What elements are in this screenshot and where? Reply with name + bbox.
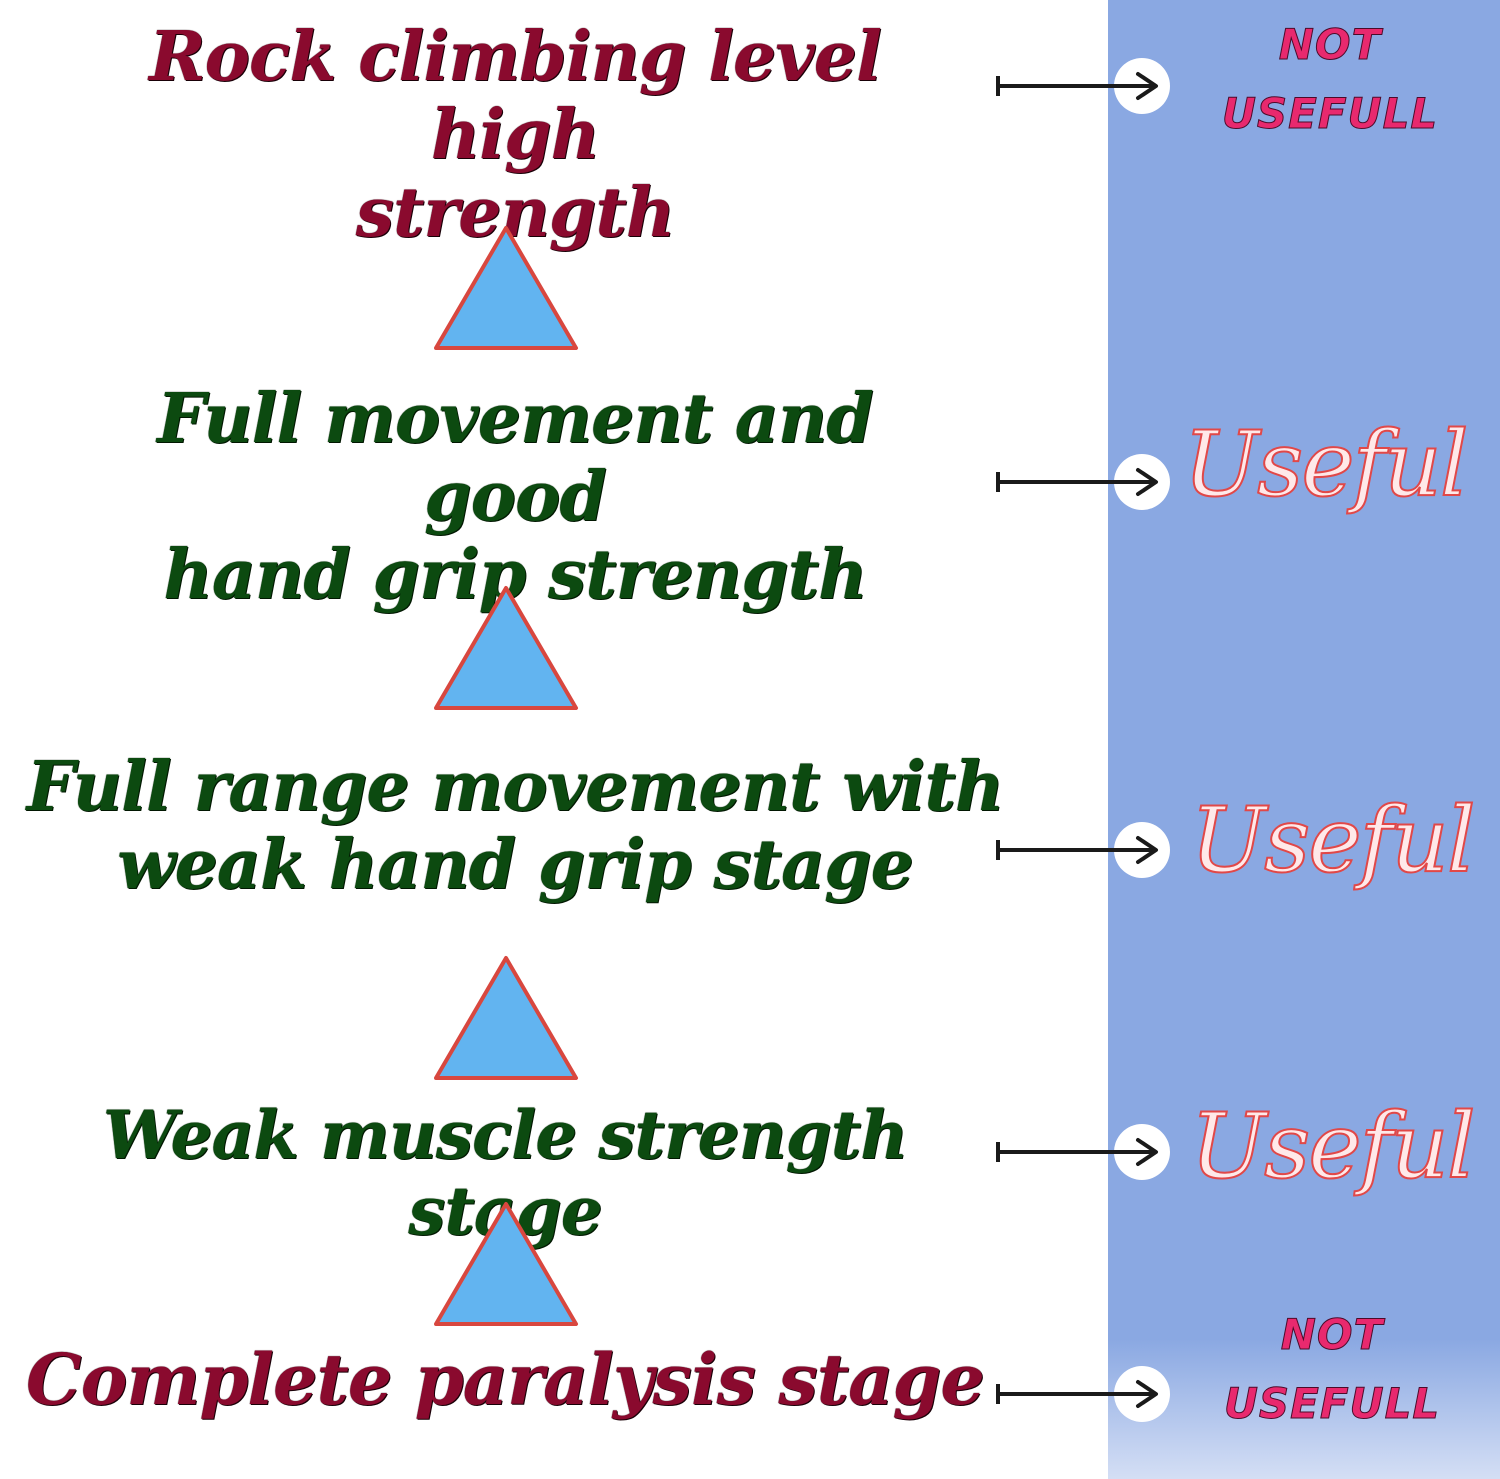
- stage-line: weak hand grip stage: [117, 825, 914, 906]
- verdict-line: USEFULL: [1223, 1379, 1441, 1429]
- right-arrow-icon: [996, 58, 1170, 114]
- stage-rock-climbing: Rock climbing level high strength: [60, 18, 970, 253]
- up-triangle-icon: [434, 1202, 578, 1326]
- stage-full-range-weak-grip: Full range movement with weak hand grip …: [20, 747, 1010, 906]
- verdict-line: USEFULL: [1221, 89, 1439, 139]
- stage-complete-paralysis: Complete paralysis stage: [10, 1338, 1000, 1421]
- verdict-not-useful: NOT USEFULL: [1182, 1300, 1482, 1439]
- up-triangle-icon: [434, 956, 578, 1080]
- panel-fade: [1108, 1339, 1500, 1479]
- stage-line: strength: [355, 173, 676, 254]
- verdict-line: Useful: [1189, 1094, 1476, 1199]
- stage-line: Rock climbing level high: [149, 17, 882, 176]
- verdict-panel: [1108, 0, 1500, 1479]
- verdict-line: Useful: [1189, 788, 1476, 893]
- stage-line: Full range movement with: [26, 747, 1005, 827]
- stage-full-movement-good-grip: Full movement and good hand grip strengt…: [60, 380, 970, 615]
- verdict-line: NOT: [1280, 1309, 1384, 1359]
- verdict-not-useful: NOT USEFULL: [1180, 10, 1480, 149]
- stage-line: Full movement and good: [157, 379, 874, 538]
- stage-line: Complete paralysis stage: [26, 1338, 985, 1421]
- verdict-useful: Useful: [1175, 412, 1475, 517]
- verdict-line: Useful: [1182, 412, 1469, 517]
- up-triangle-icon: [434, 226, 578, 350]
- right-arrow-icon: [996, 1366, 1170, 1422]
- verdict-useful: Useful: [1182, 1094, 1482, 1199]
- right-arrow-icon: [996, 822, 1170, 878]
- right-arrow-icon: [996, 1124, 1170, 1180]
- right-arrow-icon: [996, 454, 1170, 510]
- up-triangle-icon: [434, 586, 578, 710]
- verdict-line: NOT: [1278, 19, 1382, 69]
- verdict-useful: Useful: [1182, 788, 1482, 893]
